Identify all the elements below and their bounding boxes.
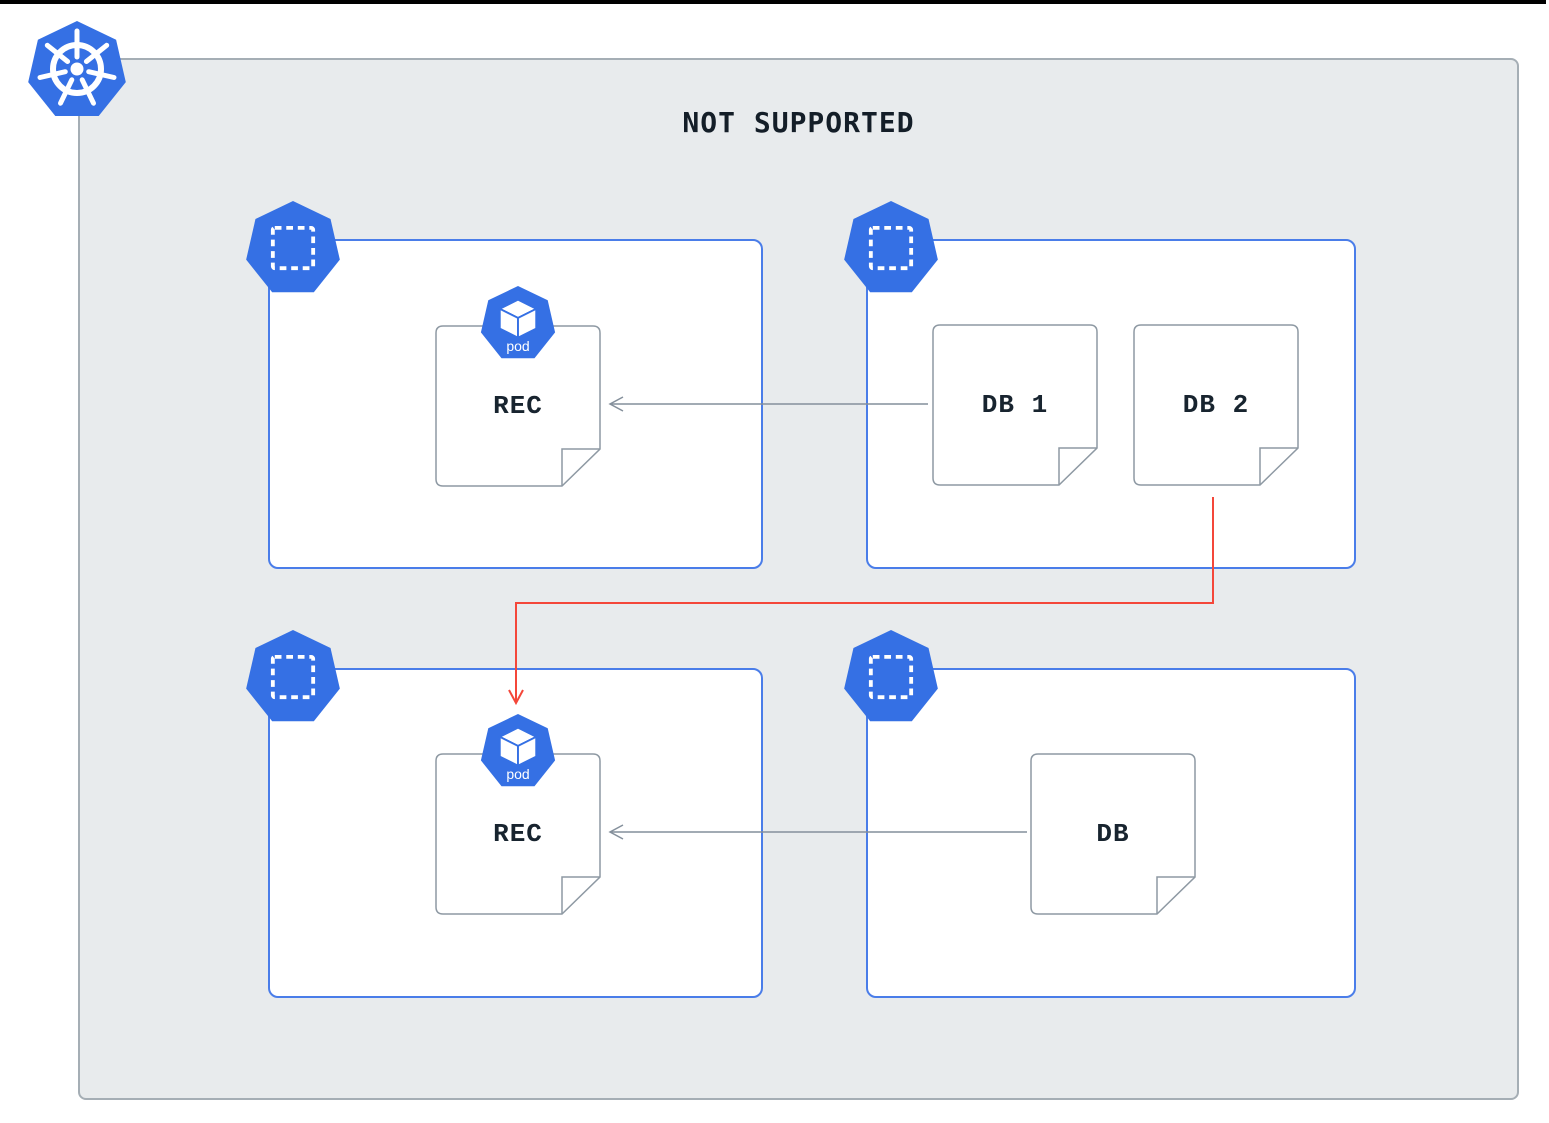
pod-icon: pod xyxy=(480,714,556,790)
namespace-icon xyxy=(844,630,938,722)
kubernetes-logo-icon xyxy=(28,21,126,116)
namespace-box-bottom-left: REC pod xyxy=(246,630,763,998)
file-db-bottom: DB xyxy=(1030,753,1196,915)
pod-badge-label: pod xyxy=(506,766,530,782)
file-label: DB 2 xyxy=(1182,390,1250,420)
file-rec-bottom: REC xyxy=(435,753,601,915)
pod-badge-label: pod xyxy=(506,338,530,354)
namespace-icon xyxy=(246,630,340,722)
file-label: DB xyxy=(1096,819,1130,849)
namespace-box-top-right: DB 1 DB 2 xyxy=(844,201,1356,569)
namespace-icon xyxy=(844,201,938,293)
file-label: REC xyxy=(493,391,543,421)
file-label: REC xyxy=(493,819,543,849)
namespace-box-top-left: REC pod xyxy=(246,201,763,569)
namespace-box-bottom-right: DB xyxy=(844,630,1356,998)
file-rec-top: REC xyxy=(435,325,601,487)
pod-icon: pod xyxy=(480,286,556,362)
panel-title: NOT SUPPORTED xyxy=(682,106,915,139)
file-db1: DB 1 xyxy=(932,324,1098,486)
file-label: DB 1 xyxy=(981,390,1049,420)
namespace-icon xyxy=(246,201,340,293)
file-db2: DB 2 xyxy=(1133,324,1299,486)
window-top-border xyxy=(0,0,1546,4)
